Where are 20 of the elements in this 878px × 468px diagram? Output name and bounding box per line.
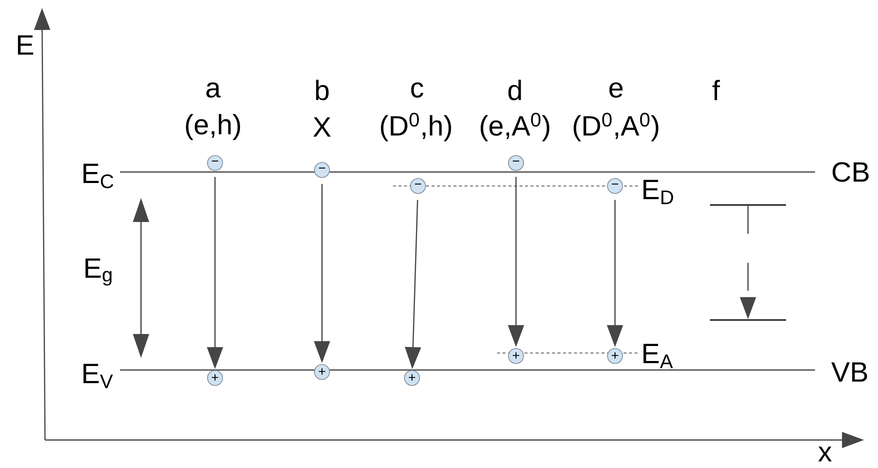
level-label: VB (831, 362, 868, 382)
transition-label: b (316, 80, 329, 100)
transition-label: c (411, 82, 424, 98)
level-label: E$_{V}$ (84, 364, 113, 388)
level-label: E$_{D}$ (644, 180, 674, 204)
transition-label: e (609, 82, 623, 98)
transition-label: d (508, 80, 521, 100)
transition-label: X (313, 117, 331, 137)
level-label: CB (832, 162, 869, 182)
level-label: E$_{A}$ (644, 344, 673, 368)
axis-label: x (818, 446, 832, 462)
transition-label: (e,A$^{0}$) (480, 112, 550, 142)
level-label: E$_{g}$ (86, 258, 112, 286)
transition-label: (D$^{0}$,h) (380, 112, 452, 142)
transition-label: a (206, 82, 221, 98)
transition-label: (D$^{0}$,A$^{0}$) (574, 112, 658, 142)
level-label: E$_{C}$ (84, 164, 114, 188)
transition-label: f (712, 80, 720, 100)
transition-label: (e,h) (186, 114, 240, 140)
axis-label: E (18, 35, 34, 55)
